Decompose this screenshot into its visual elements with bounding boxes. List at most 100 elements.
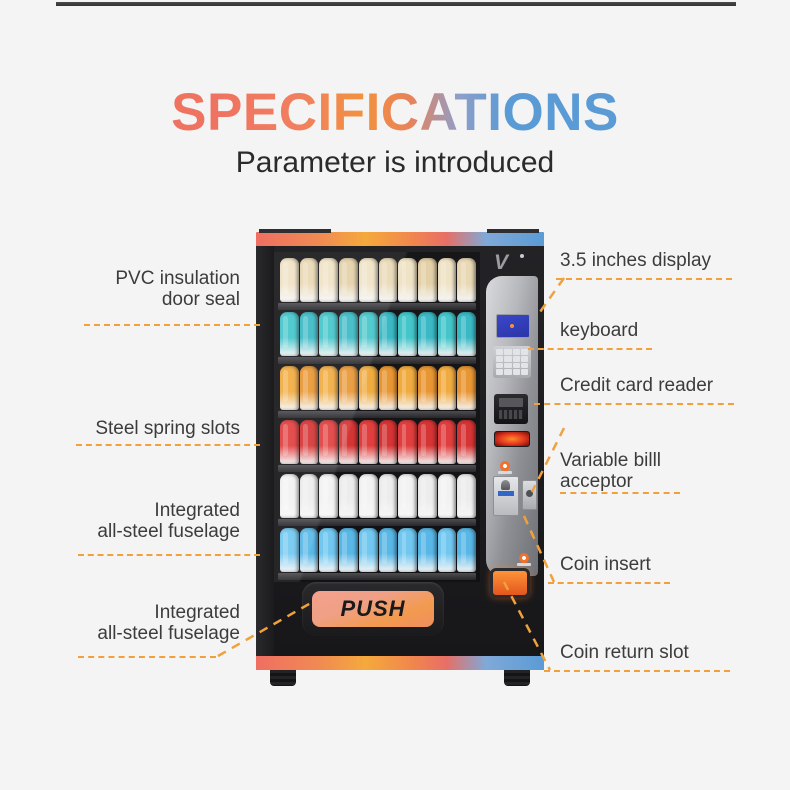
product-item[interactable] [378,420,398,464]
product-item[interactable] [319,366,339,410]
product-item[interactable] [319,258,339,302]
keypad-key[interactable] [512,369,520,375]
product-item[interactable] [437,366,457,410]
product-item[interactable] [398,366,417,410]
keypad-key[interactable] [496,369,504,375]
product-item[interactable] [417,528,437,572]
leader-keyboard [528,348,652,350]
leader-variable-bill-acceptor [560,492,680,494]
product-item[interactable] [457,420,477,464]
keypad-key[interactable] [504,355,512,362]
product-item[interactable] [457,474,477,518]
product-item[interactable] [358,474,378,518]
shelf-white-red-row [278,472,477,526]
product-item[interactable] [280,312,299,356]
keypad-key[interactable] [496,362,504,369]
keypad-key[interactable] [512,349,520,355]
product-item[interactable] [319,528,339,572]
product-item[interactable] [378,528,398,572]
product-item[interactable] [437,528,457,572]
product-item[interactable] [339,474,358,518]
shelf-products [278,528,477,572]
product-item[interactable] [358,258,378,302]
product-item[interactable] [339,528,358,572]
label-pvc-insulation-door-seal: PVC insulation door seal [115,268,240,311]
shelf-lip [278,519,476,526]
keypad-key[interactable] [496,349,504,355]
keypad[interactable] [493,346,531,378]
product-item[interactable] [280,366,299,410]
product-item[interactable] [358,366,378,410]
product-item[interactable] [437,258,457,302]
product-item[interactable] [417,258,437,302]
product-item[interactable] [358,528,378,572]
product-item[interactable] [358,312,378,356]
shelf-lip [278,465,476,472]
product-item[interactable] [339,312,358,356]
product-item[interactable] [398,312,417,356]
product-item[interactable] [319,474,339,518]
product-item[interactable] [457,528,477,572]
product-item[interactable] [339,258,358,302]
lcd-display[interactable] [496,314,530,338]
logo-dot [520,254,524,258]
product-item[interactable] [437,420,457,464]
shelf-products [278,258,477,302]
product-item[interactable] [378,366,398,410]
leader-display [556,278,732,280]
product-item[interactable] [457,366,477,410]
keypad-key[interactable] [504,362,512,369]
product-item[interactable] [319,420,339,464]
pvc-door-seal-frame [256,246,274,656]
product-item[interactable] [457,258,477,302]
keypad-key[interactable] [512,362,520,369]
product-item[interactable] [299,528,319,572]
product-item[interactable] [339,420,358,464]
product-item[interactable] [398,528,417,572]
card-swipe-glow-slot[interactable] [494,431,530,447]
product-item[interactable] [417,366,437,410]
product-item[interactable] [417,312,437,356]
keypad-key[interactable] [520,369,528,375]
product-item[interactable] [339,366,358,410]
keypad-key[interactable] [520,349,528,355]
product-item[interactable] [457,312,477,356]
shelf-teal-bottle-row [278,310,477,364]
product-item[interactable] [417,420,437,464]
product-item[interactable] [299,420,319,464]
product-item[interactable] [299,366,319,410]
product-item[interactable] [378,258,398,302]
product-item[interactable] [280,528,299,572]
product-item[interactable] [398,258,417,302]
product-item[interactable] [280,474,299,518]
product-item[interactable] [417,474,437,518]
product-item[interactable] [299,258,319,302]
push-flap-button[interactable]: PUSH [312,591,434,627]
product-item[interactable] [378,312,398,356]
keypad-key[interactable] [504,369,512,375]
product-item[interactable] [378,474,398,518]
product-item[interactable] [280,258,299,302]
product-item[interactable] [358,420,378,464]
keypad-key[interactable] [512,355,520,362]
keypad-key[interactable] [520,355,528,362]
shelf-lip [278,303,476,310]
leader-diagonal-push-flap [214,594,324,664]
shelf-products [278,312,477,356]
product-item[interactable] [437,474,457,518]
product-item[interactable] [319,312,339,356]
keypad-key[interactable] [520,362,528,369]
keypad-key[interactable] [496,355,504,362]
coin-return-slot[interactable] [490,550,532,598]
logo-letter: V [494,251,509,274]
label-integrated-all-steel-fuselage-1: Integrated all-steel fuselage [97,500,240,543]
product-item[interactable] [437,312,457,356]
product-item[interactable] [299,474,319,518]
credit-card-reader[interactable] [494,394,528,424]
product-item[interactable] [280,420,299,464]
product-item[interactable] [398,420,417,464]
bill-acceptor[interactable] [493,476,519,516]
product-item[interactable] [398,474,417,518]
keypad-key[interactable] [504,349,512,355]
product-item[interactable] [299,312,319,356]
